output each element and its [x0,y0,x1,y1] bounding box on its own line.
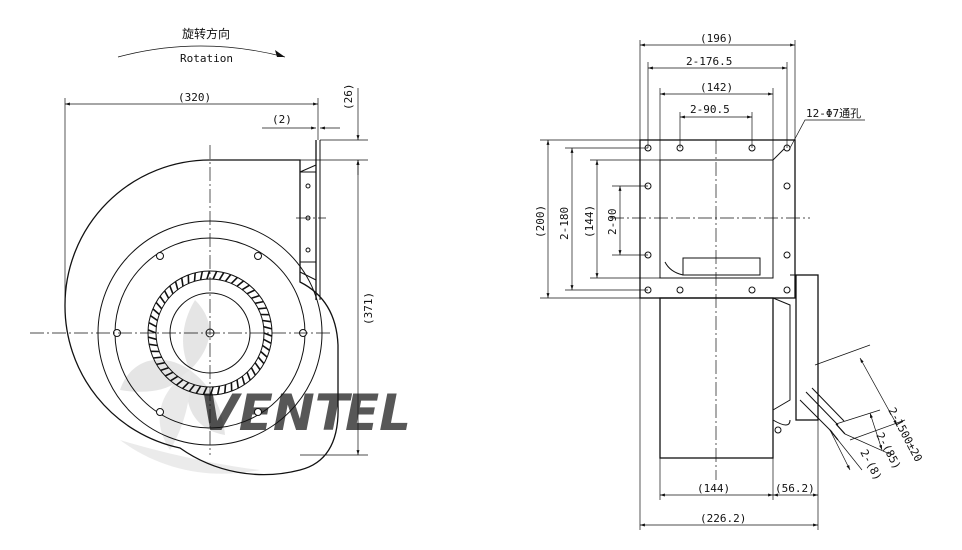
impeller-blade [148,343,158,347]
impeller-blade [147,336,157,341]
cable-dimensions: 2-1500±20 2-(85) 2-(8) [814,344,925,483]
impeller-blade [202,386,208,395]
impeller-blade [148,321,157,328]
impeller-blade [155,301,163,310]
dim-body-width: (144) [697,482,730,495]
impeller-blade [246,289,256,295]
mount-hole [254,252,262,260]
impeller-blade [254,362,261,371]
impeller-blade [159,295,166,304]
dim-width: (320) [178,91,211,104]
watermark-text-main: VENT [200,384,353,442]
dim-gap: (2) [272,113,292,126]
impeller-blade [193,272,196,282]
impeller-blade [160,366,169,372]
rotation-label-cn: 旋转方向 [182,26,230,41]
cable-end: 2-(8) [857,447,884,482]
impeller-blade [236,379,240,389]
watermark-fan-icon [120,300,260,474]
flange-hole [783,286,791,294]
impeller-blade [147,329,157,334]
outlet-opening [659,159,774,279]
dim-hole-outer: 2-176.5 [686,55,732,68]
impeller-blade [254,300,264,305]
mount-hole [156,252,164,260]
impeller-blade [170,375,179,382]
outlet-flange-plate [639,139,796,299]
impeller-blade [218,272,225,281]
flange-hole [783,182,791,190]
flange-hole [676,286,684,294]
rotation-label-en: Rotation [180,52,233,65]
impeller-blade [195,385,202,394]
impeller-blade [188,384,196,392]
impeller-blade [250,367,257,376]
impeller-blade [224,274,232,282]
flange-holes [644,144,791,294]
housing-body [659,297,774,459]
impeller-blade [258,307,267,310]
impeller-blade [169,285,174,294]
impeller-blade [156,361,166,366]
impeller-blade [263,332,273,337]
impeller-blade [175,379,184,386]
terminal-box [682,257,761,276]
hole-callout: 12-Φ7通孔 [806,107,861,120]
dim-flange-top: (26) [342,84,355,111]
flange-hole [748,286,756,294]
dim-inner-height: (144) [583,205,596,238]
impeller-blade [257,356,265,365]
right-view: (196) 2-176.5 (142) 2-90.5 12-Φ7通孔 (200)… [534,32,925,530]
impeller-blade [216,386,221,395]
cable [799,387,846,441]
dim-height: (371) [362,292,375,325]
dim-hole-inner: 2-90.5 [690,103,730,116]
rotation-indicator: 旋转方向 Rotation [117,26,286,65]
impeller-blade [246,372,251,381]
motor-body [795,274,819,421]
impeller-blades [147,270,273,396]
dim-hole-vertical-outer: 2-180 [558,207,571,240]
dim-overall-depth: (226.2) [700,512,746,525]
impeller-blade [180,277,184,287]
impeller-blade [262,344,270,351]
impeller-blade [199,271,204,280]
dim-motor-depth: (56.2) [775,482,815,495]
impeller-blade [174,281,179,290]
impeller-blade [209,386,214,396]
impeller-blade [241,376,246,385]
impeller-blade [224,384,227,394]
mount-hole [254,408,262,416]
dim-flange-height: (200) [534,205,547,238]
impeller-blade [241,284,250,291]
mount-hole [156,408,164,416]
dim-inner-width: (142) [700,81,733,94]
impeller-blade [263,338,272,345]
impeller-blade [263,325,273,330]
impeller-blade [251,294,260,300]
watermark: VENT EL [120,300,411,474]
impeller-blade [260,350,268,358]
impeller-blade [236,280,245,287]
impeller-blade [150,315,158,322]
impeller-blade [182,382,190,390]
impeller-blade [164,371,174,377]
dim-hole-vertical-inner: 2-90 [606,209,619,236]
left-view: 旋转方向 Rotation [30,26,375,476]
impeller-blade [206,270,211,280]
scroll-housing-outline [64,159,339,476]
flange-hole [783,251,791,259]
impeller-blade [212,271,218,280]
impeller-blade [163,290,170,299]
impeller-blade [153,356,162,359]
impeller-blade [152,308,160,316]
impeller-blade [230,276,238,284]
impeller-blade [262,319,272,323]
watermark-text-accent: EL [345,384,411,442]
dim-overall-top: (196) [700,32,733,45]
